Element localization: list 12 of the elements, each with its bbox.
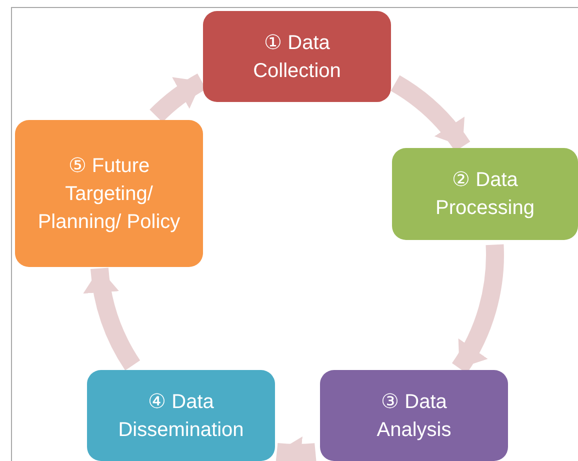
step-box bbox=[392, 148, 578, 240]
cycle-arrow bbox=[84, 267, 140, 370]
step-label: ③ Data Analysis bbox=[376, 390, 452, 442]
step-box bbox=[203, 11, 391, 102]
step-label: ⑤ Future Targeting/ Planning/ Policy bbox=[36, 154, 182, 234]
step-box bbox=[87, 370, 275, 461]
step-box bbox=[320, 370, 508, 461]
step-label: ① Data Collection bbox=[252, 30, 342, 84]
step-label: ④ Data Dissemination bbox=[117, 390, 245, 442]
step-label: ② Data Processing bbox=[434, 168, 536, 221]
cycle-arrow bbox=[276, 436, 316, 461]
step-box bbox=[15, 120, 203, 267]
